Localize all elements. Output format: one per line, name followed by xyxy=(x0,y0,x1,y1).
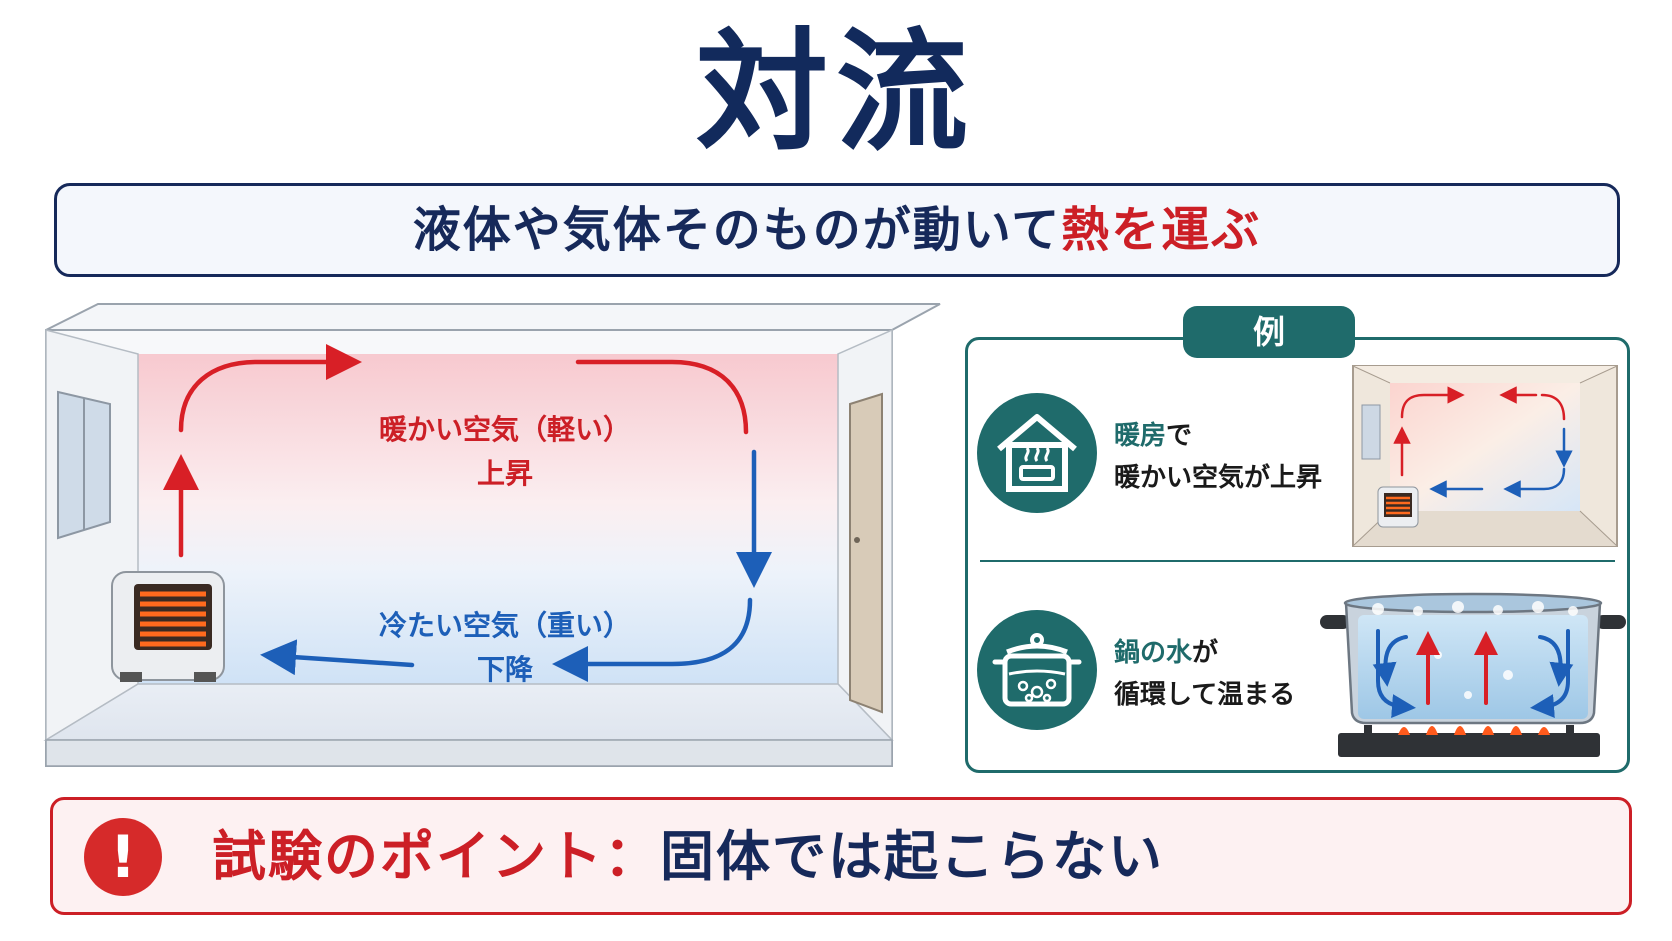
window-icon xyxy=(57,390,111,540)
door-icon xyxy=(849,392,883,714)
definition-text: 液体や気体そのものが動いて xyxy=(412,202,1062,258)
examples-divider xyxy=(980,560,1615,562)
page-title: 対流 xyxy=(696,16,976,170)
room-ceiling xyxy=(45,303,941,331)
room-convection-diagram xyxy=(43,303,941,767)
definition-banner: 液体や気体そのものが動いて熱を運ぶ xyxy=(54,183,1620,277)
mini-room-diagram xyxy=(1352,365,1618,547)
exam-point-banner xyxy=(50,797,1632,915)
cold-air-label: 冷たい空気（重い） 下降 xyxy=(378,609,631,686)
arrow-top-right xyxy=(575,359,749,435)
warm-air-label: 暖かい空気（軽い） 上昇 xyxy=(378,413,631,490)
boiling-pot-icon xyxy=(977,610,1097,730)
house-heating-icon xyxy=(977,393,1097,513)
exam-point-text: 試験のポイント：固体では起こらない xyxy=(212,825,1164,888)
arrow-bottom-right xyxy=(552,597,753,682)
floor xyxy=(43,683,894,741)
exclamation-icon: ! xyxy=(84,818,162,896)
examples-tag: 例 xyxy=(1183,306,1355,358)
heater-icon xyxy=(111,571,225,682)
definition-highlight: 熱を運ぶ xyxy=(1061,202,1262,258)
mini-heater-icon xyxy=(1377,486,1419,528)
arrow-top-left xyxy=(178,344,362,433)
heater-example-text: 暖房で 暖かい空気が上昇 xyxy=(1114,421,1323,493)
arrow-bottom-left xyxy=(260,639,415,676)
back-wall xyxy=(138,354,838,684)
pot-convection-diagram xyxy=(1320,592,1626,757)
pot-example-text: 鍋の水が 循環して温まる xyxy=(1114,638,1296,710)
